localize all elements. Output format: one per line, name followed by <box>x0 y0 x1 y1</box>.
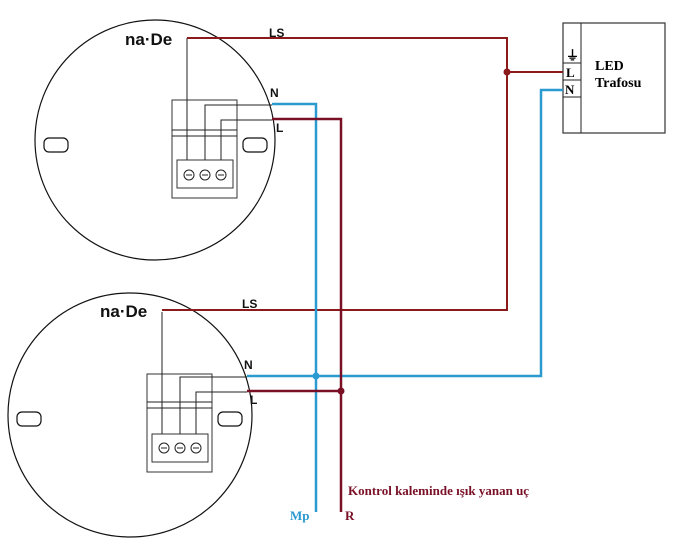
device-top-label-n: N <box>270 86 279 100</box>
device-top-label-ls: LS <box>269 26 284 40</box>
note-phase-tester: Kontrol kaleminde ışık yanan uç <box>348 483 529 498</box>
device-top: na·De LS N L <box>34 19 284 261</box>
label-phase-r: R <box>345 508 355 523</box>
junction-phase <box>337 387 345 395</box>
led-driver: ⏚ L N LED Trafosu <box>562 22 666 134</box>
device-top-mount-hole-right <box>242 137 268 153</box>
device-bottom-brand: na·De <box>100 302 147 321</box>
device-bottom-mount-hole-left <box>16 411 42 427</box>
device-bottom-mount-hole-right <box>217 411 243 427</box>
wire-ls-top <box>162 37 508 311</box>
led-driver-ground-icon: ⏚ <box>566 48 579 63</box>
device-top-label-l: L <box>276 121 283 135</box>
led-driver-terminal-n: N <box>565 82 575 97</box>
device-top-brand: na·De <box>125 30 172 49</box>
led-driver-body <box>562 22 666 134</box>
led-driver-terminal-l: L <box>566 65 575 80</box>
led-driver-title-line1: LED <box>595 59 624 74</box>
wire-neutral-bottom <box>247 88 563 378</box>
device-top-mount-hole-left <box>43 137 69 153</box>
junction-neutral <box>312 372 320 380</box>
label-neutral-mp: Mp <box>290 508 310 523</box>
wire-phase-top <box>272 117 343 512</box>
junction-ls <box>503 68 511 76</box>
wire-neutral-top <box>272 102 318 512</box>
device-bottom: na·De LS N L <box>7 292 257 538</box>
led-driver-title-line2: Trafosu <box>595 76 642 91</box>
device-bottom-circle <box>7 292 253 538</box>
device-bottom-label-l: L <box>250 393 257 407</box>
device-bottom-label-ls: LS <box>242 297 257 311</box>
device-top-circle <box>34 19 276 261</box>
device-bottom-label-n: N <box>244 358 253 372</box>
